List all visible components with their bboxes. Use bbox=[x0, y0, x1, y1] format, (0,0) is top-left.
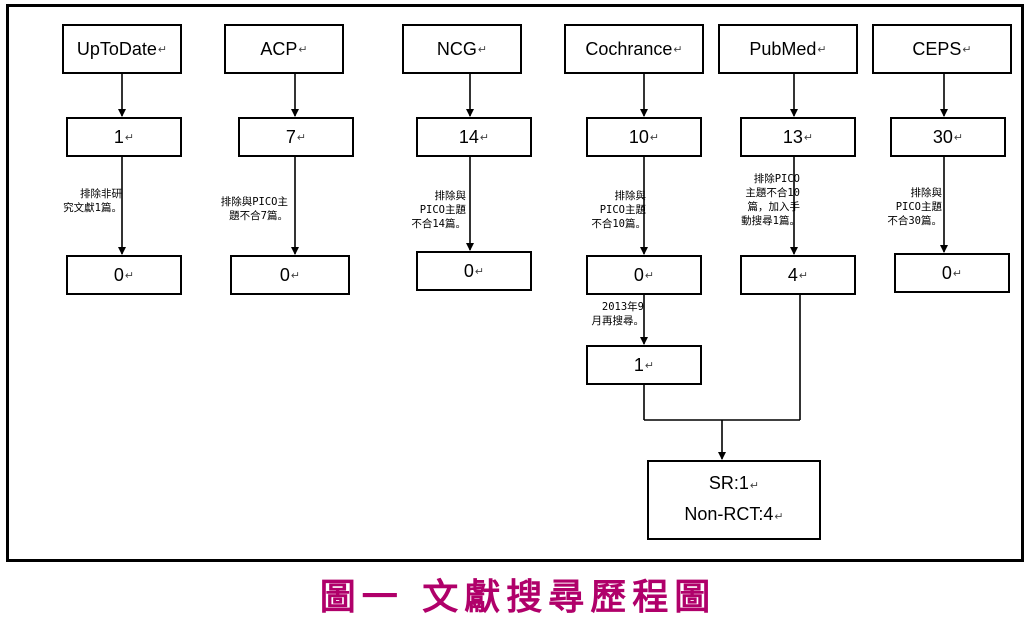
return-mark: ↵ bbox=[290, 269, 301, 282]
source-box-ncg: NCG↵ bbox=[402, 24, 522, 74]
count-box-ceps: 30↵ bbox=[890, 117, 1006, 157]
result-nonrct-text: Non-RCT:4 bbox=[684, 504, 774, 524]
source-label: UpToDate bbox=[76, 38, 157, 59]
final-box-pubmed: 4↵ bbox=[740, 255, 856, 295]
source-label: ACP bbox=[260, 38, 298, 59]
final-value: 0 bbox=[463, 260, 474, 281]
exclusion-note-ceps: 排除與 PICO主題 不合30篇。 bbox=[887, 187, 942, 227]
final-value: 4 bbox=[787, 264, 798, 285]
count-value: 7 bbox=[285, 126, 296, 147]
result-line-nonrct: Non-RCT:4↵ bbox=[684, 500, 783, 531]
research-count-box: 1↵ bbox=[586, 345, 702, 385]
count-box-acp: 7↵ bbox=[238, 117, 354, 157]
exclusion-note-ncg: 排除與 PICO主題 不合14篇。 bbox=[411, 190, 466, 230]
exclusion-note-pubmed: 排除PICO 主題不合10 篇，加入手 動搜尋1篇。 bbox=[741, 173, 800, 227]
source-label: Cochrance bbox=[585, 38, 673, 59]
exclusion-note-uptodate: 排除非研 究文獻1篇。 bbox=[63, 188, 122, 214]
return-mark: ↵ bbox=[953, 131, 964, 144]
return-mark: ↵ bbox=[477, 43, 488, 56]
result-line-sr: SR:1↵ bbox=[709, 469, 759, 500]
result-box: SR:1↵ Non-RCT:4↵ bbox=[647, 460, 821, 540]
count-value: 30 bbox=[932, 126, 953, 147]
final-value: 0 bbox=[279, 264, 290, 285]
source-label: NCG bbox=[436, 38, 477, 59]
final-box-uptodate: 0↵ bbox=[66, 255, 182, 295]
return-mark: ↵ bbox=[157, 43, 168, 56]
return-mark: ↵ bbox=[962, 43, 972, 56]
count-value: 14 bbox=[458, 126, 479, 147]
return-mark: ↵ bbox=[952, 267, 963, 280]
final-box-ncg: 0↵ bbox=[416, 251, 532, 291]
source-box-acp: ACP↵ bbox=[224, 24, 344, 74]
return-mark: ↵ bbox=[649, 131, 660, 144]
final-box-cochrance: 0↵ bbox=[586, 255, 702, 295]
final-box-acp: 0↵ bbox=[230, 255, 350, 295]
diagram-frame bbox=[6, 4, 1024, 562]
final-value: 0 bbox=[941, 262, 952, 283]
return-mark: ↵ bbox=[479, 131, 490, 144]
source-label: CEPS bbox=[912, 38, 962, 59]
return-mark: ↵ bbox=[749, 480, 760, 492]
return-mark: ↵ bbox=[296, 131, 307, 144]
exclusion-note-acp: 排除與PICO主 題不合7篇。 bbox=[220, 196, 288, 222]
return-mark: ↵ bbox=[124, 269, 135, 282]
count-value: 1 bbox=[113, 126, 124, 147]
return-mark: ↵ bbox=[803, 131, 814, 144]
exclusion-note-cochrance: 排除與 PICO主題 不合10篇。 bbox=[591, 190, 646, 230]
return-mark: ↵ bbox=[644, 359, 655, 372]
count-value: 13 bbox=[782, 126, 803, 147]
return-mark: ↵ bbox=[474, 265, 485, 278]
result-sr-text: SR:1 bbox=[708, 473, 749, 493]
figure-caption: 圖一 文獻搜尋歷程圖 bbox=[319, 576, 717, 618]
return-mark: ↵ bbox=[298, 43, 308, 56]
return-mark: ↵ bbox=[673, 43, 683, 56]
count-box-ncg: 14↵ bbox=[416, 117, 532, 157]
count-value: 10 bbox=[628, 126, 649, 147]
source-box-pubmed: PubMed↵ bbox=[718, 24, 858, 74]
source-box-ceps: CEPS↵ bbox=[872, 24, 1012, 74]
source-box-cochrance: Cochrance↵ bbox=[564, 24, 704, 74]
count-box-pubmed: 13↵ bbox=[740, 117, 856, 157]
research-note: 2013年9 月再搜尋。 bbox=[591, 301, 645, 327]
return-mark: ↵ bbox=[124, 131, 135, 144]
return-mark: ↵ bbox=[644, 269, 655, 282]
source-box-uptodate: UpToDate↵ bbox=[62, 24, 182, 74]
return-mark: ↵ bbox=[774, 511, 784, 523]
final-value: 0 bbox=[633, 264, 644, 285]
research-count-value: 1 bbox=[633, 354, 644, 375]
count-box-uptodate: 1↵ bbox=[66, 117, 182, 157]
source-label: PubMed bbox=[749, 38, 817, 59]
return-mark: ↵ bbox=[817, 43, 827, 56]
final-box-ceps: 0↵ bbox=[894, 253, 1010, 293]
final-value: 0 bbox=[113, 264, 124, 285]
return-mark: ↵ bbox=[798, 269, 809, 282]
count-box-cochrance: 10↵ bbox=[586, 117, 702, 157]
